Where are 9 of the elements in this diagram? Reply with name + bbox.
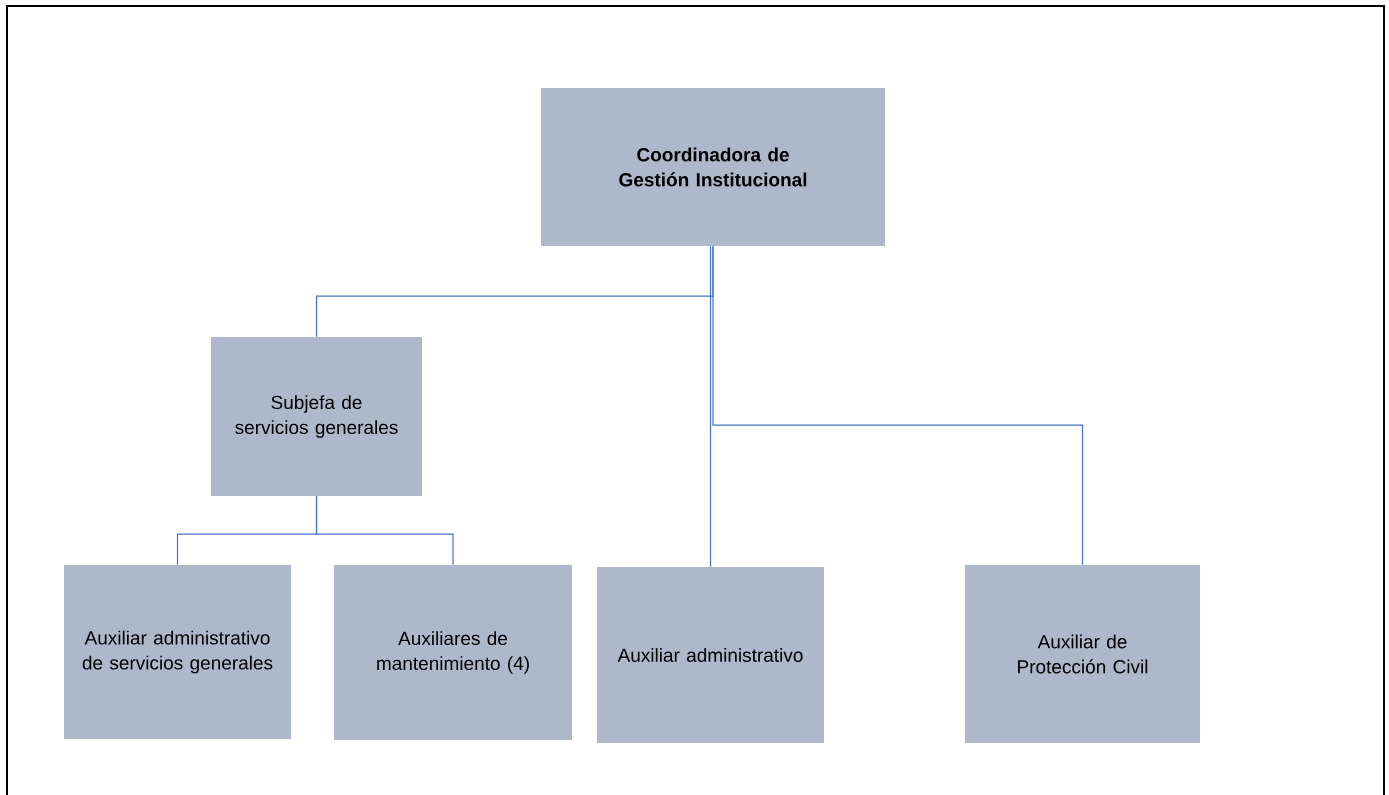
- position-box: Auxiliar de Protección Civil: [965, 565, 1200, 743]
- position-box: Subjefa de servicios generales: [211, 337, 422, 496]
- connector-line: [315, 495, 454, 566]
- position-box: Auxiliar administrativo de servicios generales: [64, 565, 291, 739]
- connector-line: [712, 245, 1084, 566]
- position-box: Auxiliar administrativo: [597, 567, 824, 743]
- connector-line: [709, 245, 712, 568]
- position-box: Coordinadora de Gestión Institucional: [541, 88, 885, 246]
- position-box: Auxiliares de mantenimiento (4): [334, 565, 572, 740]
